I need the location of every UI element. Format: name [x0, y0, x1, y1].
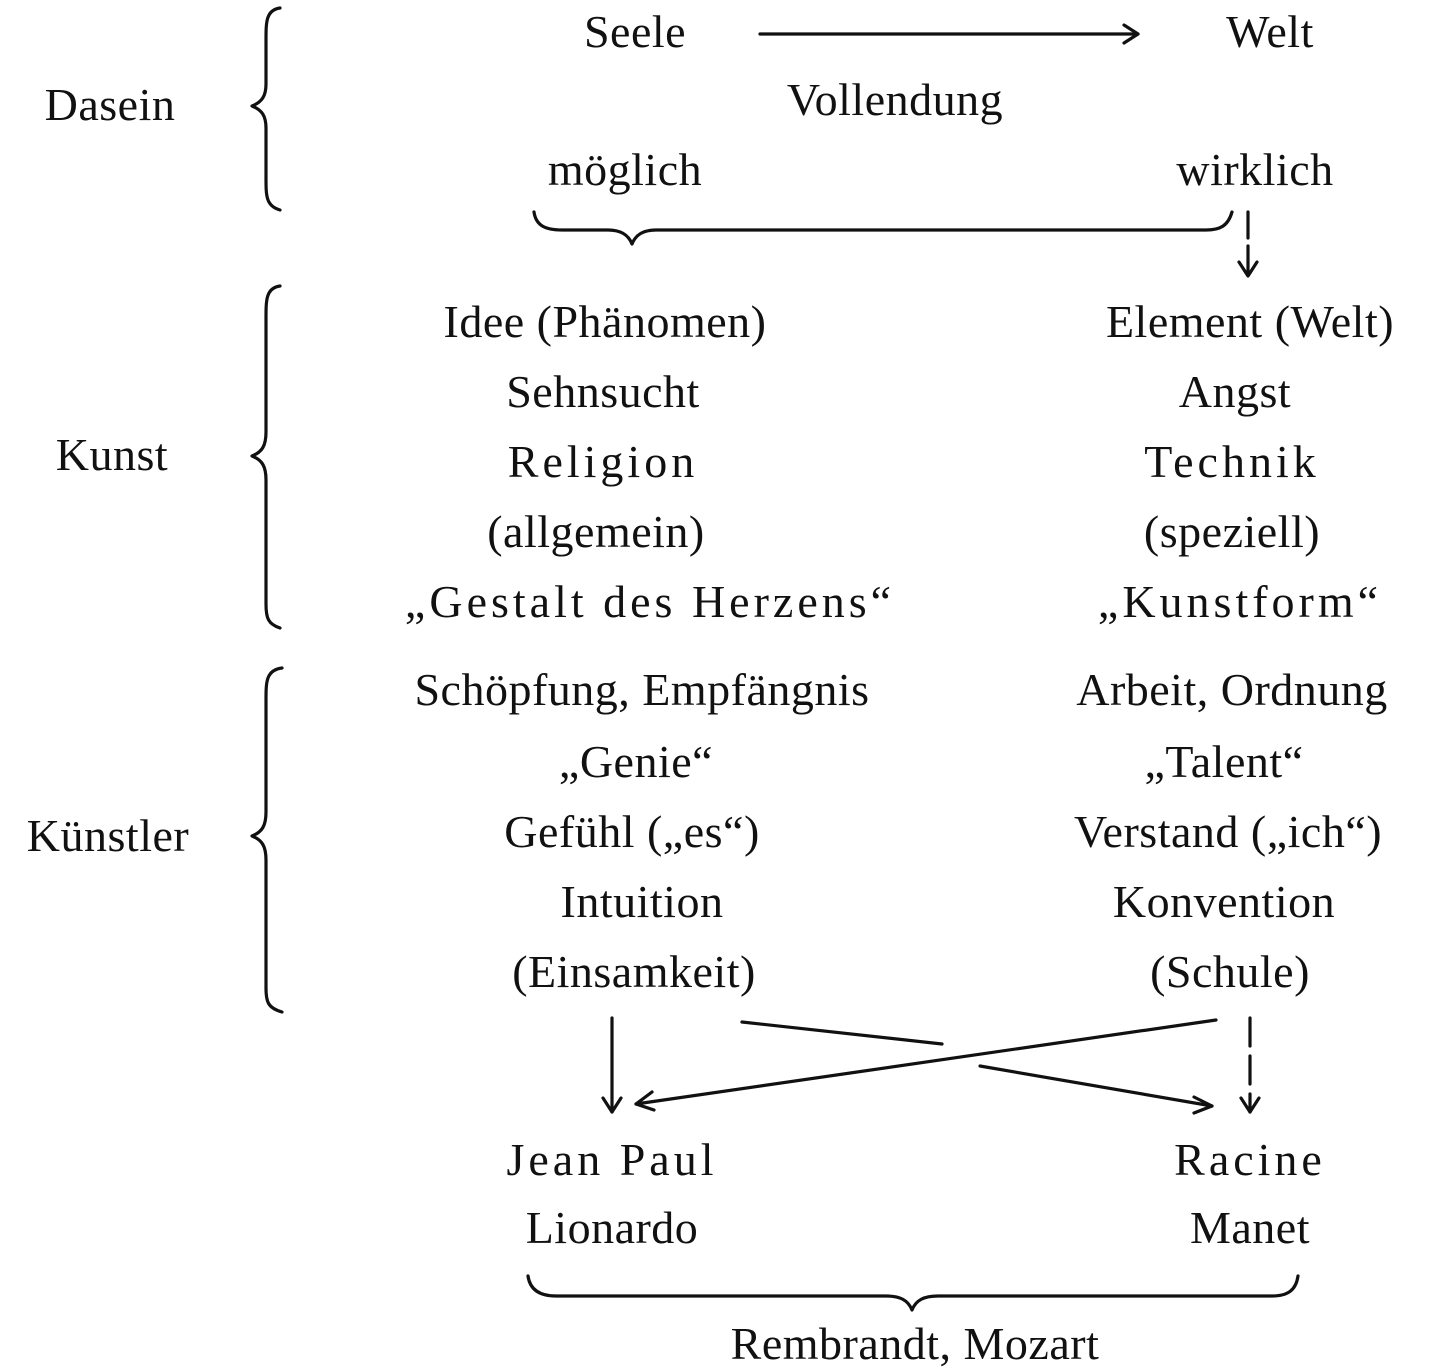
kuenstler-right-item: Verstand („ich“) [1073, 806, 1383, 857]
cross-arrow-to-right-head [1192, 1095, 1214, 1115]
kuenstler-brace [250, 666, 284, 1014]
section-label-kunst: Kunst [55, 429, 169, 480]
cross-arrow-to-left-head [634, 1090, 656, 1112]
term-moeglich: möglich [547, 144, 703, 195]
kunst-right-item: Angst [1178, 366, 1292, 417]
left-down-arrowhead [601, 1096, 623, 1114]
term-vollendung: Vollendung [786, 74, 1004, 125]
moeglich-wirklich-brace [532, 210, 1234, 246]
cross-arrow-to-right-a [740, 1020, 944, 1046]
cross-arrow-to-right-b [978, 1064, 1214, 1108]
section-label-kuenstler: Künstler [26, 810, 190, 861]
kunst-right-item: „Kunstform“ [1097, 576, 1383, 627]
kuenstler-left-item: Intuition [560, 876, 724, 927]
term-seele: Seele [583, 6, 687, 57]
kunst-left-item: Idee (Phänomen) [443, 296, 767, 347]
result-right-item: Racine [1174, 1134, 1326, 1185]
kuenstler-left-item: (Einsamkeit) [512, 946, 756, 997]
kuenstler-right-item: Konvention [1112, 876, 1336, 927]
term-wirklich: wirklich [1176, 144, 1334, 195]
result-bottom: Rembrandt, Mozart [730, 1318, 1100, 1369]
kuenstler-left-item: „Genie“ [558, 736, 714, 787]
result-left-item: Jean Paul [506, 1134, 718, 1185]
kunst-left-item: (allgemein) [487, 506, 705, 557]
term-welt: Welt [1226, 6, 1314, 57]
kuenstler-right-item: (Schule) [1150, 946, 1310, 997]
kunst-right-item: Element (Welt) [1105, 296, 1395, 347]
kunst-brace [250, 284, 282, 630]
result-left-item: Lionardo [525, 1202, 699, 1253]
kunst-left-item: „Gestalt des Herzens“ [404, 576, 896, 627]
kunst-left-item: Religion [507, 436, 699, 487]
right-down-arrowhead [1239, 1096, 1261, 1114]
cross-arrow-to-left [634, 1018, 1218, 1106]
seele-welt-arrowhead [1122, 23, 1140, 45]
kunst-right-item: (speziell) [1143, 506, 1321, 557]
kuenstler-left-item: Schöpfung, Empfängnis [414, 664, 870, 715]
kuenstler-right-item: „Talent“ [1144, 736, 1304, 787]
kuenstler-left-item: Gefühl („es“) [504, 806, 760, 857]
bottom-brace [526, 1274, 1300, 1312]
kunst-left-item: Sehnsucht [506, 366, 700, 417]
wirklich-down-arrowhead [1237, 260, 1259, 278]
result-right-item: Manet [1189, 1202, 1311, 1253]
kuenstler-right-item: Arbeit, Ordnung [1076, 664, 1388, 715]
kunst-right-item: Technik [1144, 436, 1320, 487]
dasein-brace [250, 6, 282, 212]
section-label-dasein: Dasein [44, 79, 176, 130]
